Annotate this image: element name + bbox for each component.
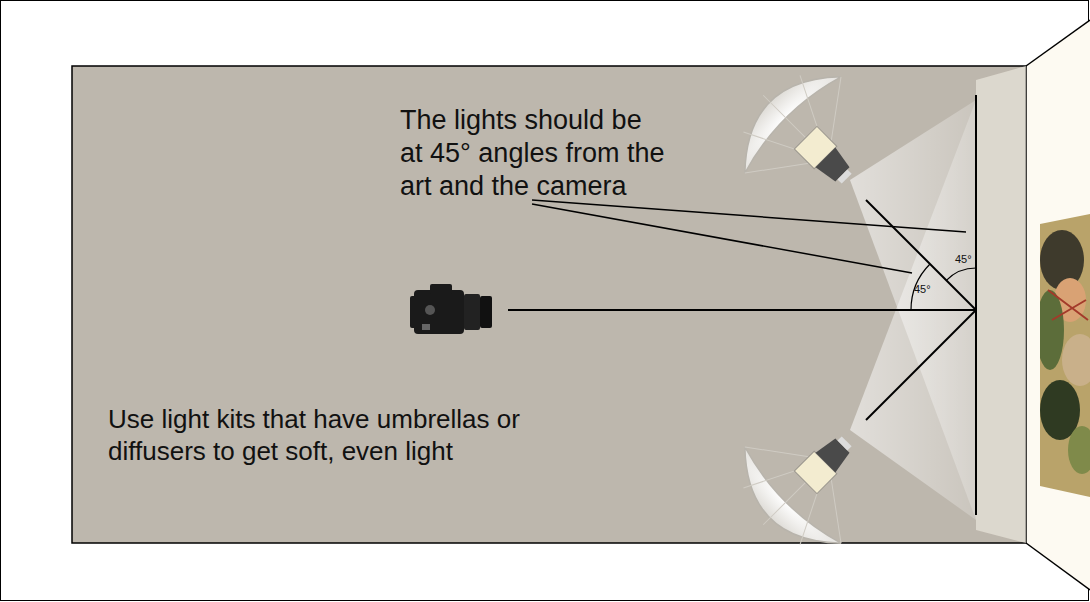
angle-label: 45° (914, 283, 944, 296)
instruction-note: The lights should be at 45° angles from … (400, 104, 670, 203)
instruction-note: Use light kits that have umbrellas or di… (108, 404, 578, 467)
angle-label: 45° (955, 253, 985, 266)
